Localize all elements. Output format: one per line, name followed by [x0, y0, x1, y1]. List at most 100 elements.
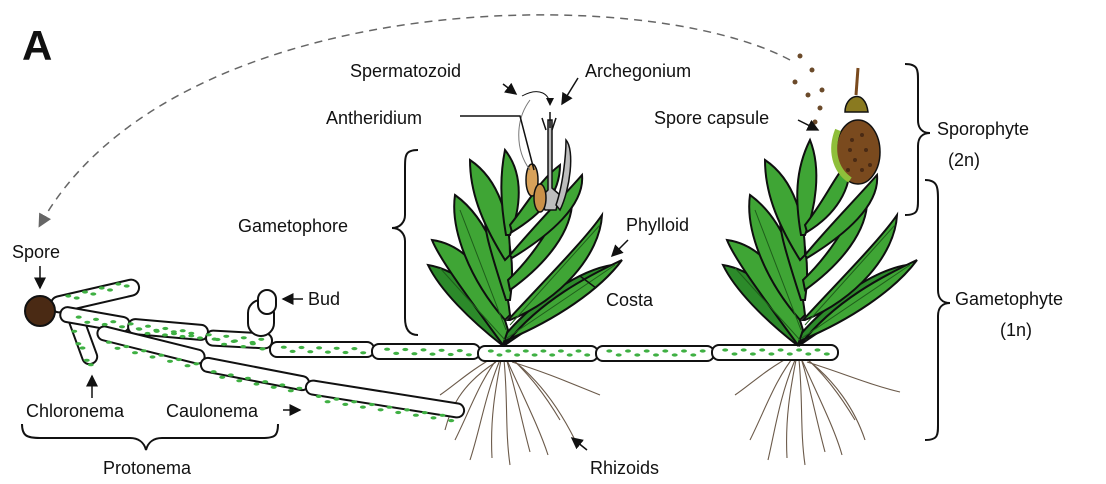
- chloroplast-dot: [386, 406, 392, 409]
- chloroplast-dot: [288, 389, 294, 392]
- chloroplast-dot: [606, 349, 612, 352]
- label-caulonema: Caulonema: [166, 401, 259, 421]
- chloroplast-dot: [448, 353, 454, 356]
- protonema-filaments: [49, 278, 838, 418]
- chloroplast-dot: [448, 419, 454, 422]
- chloroplast-dot: [540, 349, 546, 352]
- chloroplast-dot: [115, 347, 121, 350]
- label-spermatozoid: Spermatozoid: [350, 61, 461, 81]
- chloroplast-dot: [741, 348, 747, 351]
- chloroplast-dot: [404, 408, 410, 411]
- chloroplast-dot: [240, 345, 246, 348]
- label-antheridium: Antheridium: [326, 108, 422, 128]
- chloroplast-dot: [271, 386, 277, 389]
- chloroplast-dot: [369, 403, 375, 406]
- chloroplast-dot: [259, 347, 265, 350]
- chloroplast-dot: [439, 349, 445, 352]
- chloroplast-dot: [466, 353, 472, 356]
- chloroplast-dot: [316, 395, 322, 398]
- chloroplast-dot: [145, 325, 151, 328]
- protonema-brace: [22, 424, 278, 450]
- spore-body: [25, 296, 55, 326]
- chloroplast-dot: [334, 398, 340, 401]
- chloroplast-dot: [584, 353, 590, 356]
- chloroplast-dot: [80, 346, 86, 349]
- chloroplast-dot: [722, 348, 728, 351]
- chloroplast-dot: [99, 286, 105, 289]
- chloroplast-dot: [158, 354, 164, 357]
- chloroplast-dot: [281, 346, 287, 349]
- chloroplast-dot: [351, 347, 357, 350]
- chloroplast-dot: [65, 294, 71, 297]
- chloroplast-dot: [430, 353, 436, 356]
- chloroplast-dot: [258, 338, 264, 341]
- chloroplast-dot: [567, 353, 573, 356]
- chloroplast-dot: [690, 353, 696, 356]
- chloroplast-dot: [343, 351, 349, 354]
- chloroplast-dot: [360, 351, 366, 354]
- chloroplast-dot: [110, 320, 116, 323]
- label-rhizoids: Rhizoids: [590, 458, 659, 478]
- chloroplast-dot: [193, 362, 199, 365]
- chloroplast-dot: [250, 342, 256, 345]
- chloroplast-dot: [750, 352, 756, 355]
- chloroplast-dot: [824, 352, 830, 355]
- chloroplast-dot: [162, 327, 168, 330]
- chloroplast-dot: [119, 325, 125, 328]
- label-protonema: Protonema: [103, 458, 192, 478]
- chloroplast-dot: [185, 364, 191, 367]
- chloroplast-dot: [342, 403, 348, 406]
- chloroplast-dot: [457, 349, 463, 352]
- chloroplast-dot: [700, 349, 706, 352]
- chloroplast-dot: [325, 400, 331, 403]
- chloroplast-dot: [732, 352, 738, 355]
- chloroplast-dot: [262, 380, 268, 383]
- label-bud: Bud: [308, 289, 340, 309]
- chloroplast-dot: [228, 373, 234, 376]
- chloroplast-dot: [150, 355, 156, 358]
- chloroplast-dot: [316, 346, 322, 349]
- chloroplast-dot: [625, 349, 631, 352]
- chloroplast-dot: [290, 350, 296, 353]
- chloroplast-dot: [644, 349, 650, 352]
- chloroplast-dot: [334, 347, 340, 350]
- chloroplast-dot: [421, 348, 427, 351]
- label-gametophyte-ploidy: (1n): [1000, 320, 1032, 340]
- chloroplast-dot: [90, 292, 96, 295]
- chloroplast-dot: [145, 332, 151, 335]
- panel-label: A: [22, 22, 52, 69]
- chloroplast-dot: [162, 333, 168, 336]
- chloroplast-dot: [672, 353, 678, 356]
- chloroplast-dot: [88, 363, 94, 366]
- chloroplast-dot: [171, 330, 177, 333]
- chloroplast-dot: [75, 342, 81, 345]
- chloroplast-dot: [136, 327, 142, 330]
- chloroplast-dot: [176, 358, 182, 361]
- chloroplast-dot: [402, 348, 408, 351]
- label-gametophore: Gametophore: [238, 216, 348, 236]
- chloroplast-dot: [439, 414, 445, 417]
- label-spore: Spore: [12, 242, 60, 262]
- chloroplast-dot: [576, 349, 582, 352]
- chloroplast-dot: [106, 341, 112, 344]
- chloroplast-dot: [325, 351, 331, 354]
- chloroplast-dot: [497, 353, 503, 356]
- chloroplast-dot: [219, 376, 225, 379]
- chloroplast-dot: [84, 321, 90, 324]
- chloroplast-dot: [102, 323, 108, 326]
- label-archegonium: Archegonium: [585, 61, 691, 81]
- chloroplast-dot: [681, 349, 687, 352]
- sporophyte-brace: [905, 64, 930, 215]
- chloroplast-dot: [71, 330, 77, 333]
- gametophore-brace: [392, 150, 418, 335]
- chloroplast-dot: [236, 379, 242, 382]
- chloroplast-dot: [532, 353, 538, 356]
- chloroplast-dot: [616, 353, 622, 356]
- chloroplast-dot: [422, 411, 428, 414]
- chloroplast-dot: [221, 343, 227, 346]
- chloroplast-dot: [197, 336, 203, 339]
- chloroplast-dot: [115, 282, 121, 285]
- chloroplast-dot: [206, 333, 212, 336]
- chloroplast-dot: [167, 360, 173, 363]
- chloroplast-dot: [351, 400, 357, 403]
